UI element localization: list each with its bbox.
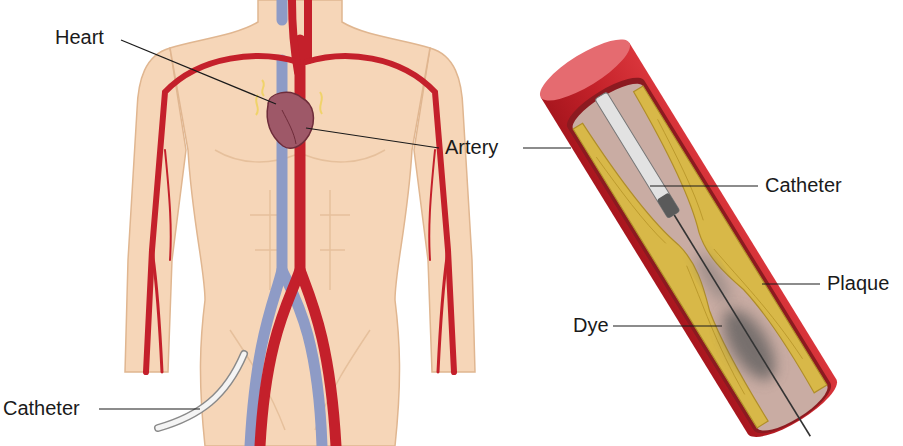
part-label: Catheter [3,396,80,420]
part-label: Plaque [827,271,889,295]
part-label: Heart [55,25,104,49]
heart [256,80,322,148]
leader-line [99,40,820,409]
artery-network [146,0,454,446]
human-body [125,0,475,446]
vein [250,0,322,446]
part-label: Dye [573,313,609,337]
part-label: Artery [445,135,498,159]
artery-cutaway [532,29,854,446]
part-label: Catheter [765,173,842,197]
catheter-tube [158,354,244,428]
